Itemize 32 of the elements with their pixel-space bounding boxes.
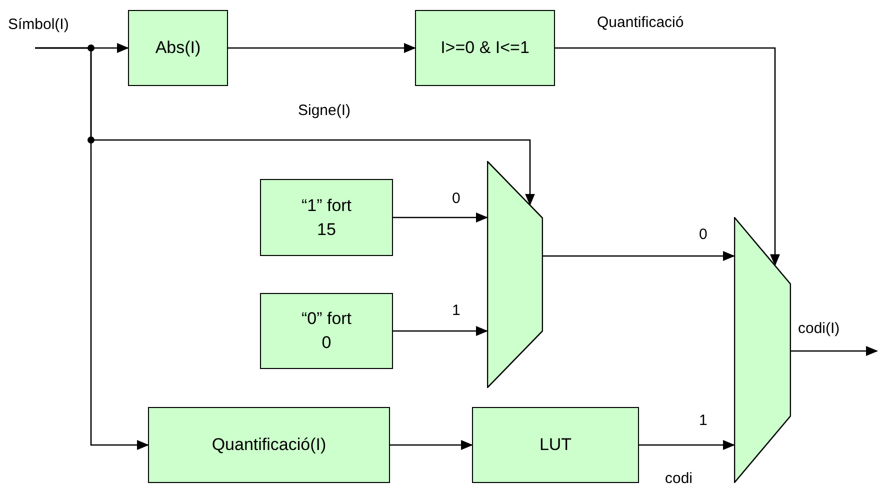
arrow (543, 251, 735, 261)
box-label: “1” fort 15 (300, 194, 353, 240)
arrow (555, 47, 780, 266)
arrow (390, 440, 473, 450)
edge-label: 1 (699, 411, 708, 431)
signal-label: codi (665, 469, 693, 489)
arrow (393, 326, 488, 336)
multiplexer-symbol (487, 161, 543, 388)
edge-label: Signe(I) (298, 101, 351, 121)
box-label: Abs(I) (154, 37, 202, 59)
process-box (148, 407, 390, 483)
arrow (228, 43, 416, 53)
edge-label: 0 (699, 225, 708, 245)
process-box (260, 179, 393, 256)
process-box (415, 10, 555, 86)
arrow (35, 47, 149, 450)
box-label: Quantificació(I) (210, 434, 328, 456)
edge-label: Símbol(I) (8, 15, 69, 35)
process-box (128, 10, 228, 86)
multiplexer-symbol (734, 217, 791, 483)
edge-label: 0 (452, 189, 460, 209)
edge-label: Quantificació (597, 13, 684, 33)
edge-label: 1 (452, 301, 460, 321)
process-box (260, 293, 393, 369)
box-label: I>=0 & I<=1 (440, 37, 530, 59)
arrow (393, 212, 488, 222)
box-label: “0” fort 0 (300, 308, 353, 354)
arrow (639, 440, 735, 450)
process-box (472, 407, 639, 483)
arrow (791, 346, 878, 356)
box-label: LUT (538, 434, 573, 456)
edge-label: codi(I) (798, 319, 840, 339)
